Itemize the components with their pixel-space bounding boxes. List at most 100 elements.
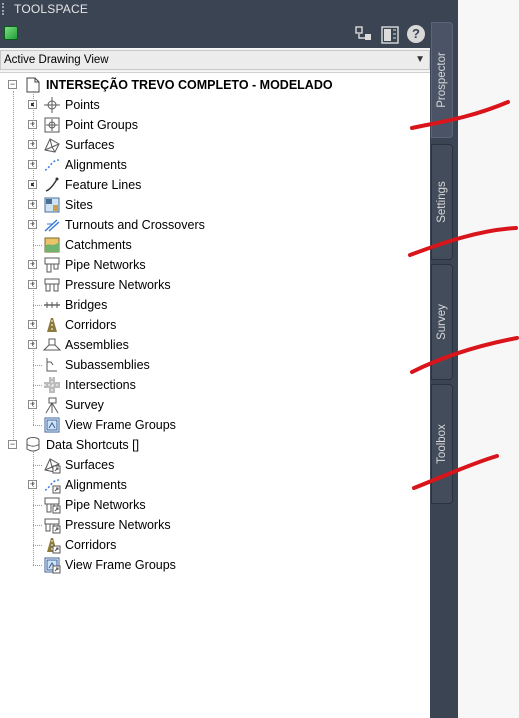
tab-settings[interactable]: Settings [431,144,453,260]
expand-icon[interactable] [28,100,37,109]
drag-grip-icon[interactable] [2,3,8,15]
sites-icon [44,197,60,213]
point-groups-icon [44,117,60,133]
expand-icon[interactable]: + [28,119,37,129]
corridors-icon [47,318,57,332]
expand-icon[interactable]: + [28,199,37,209]
tree-item[interactable]: Feature Lines [0,175,430,195]
tree-guide-line [33,245,42,246]
expand-icon[interactable]: + [28,219,37,229]
toggle-item-view-icon[interactable] [355,26,373,44]
feature-lines-icon [45,177,59,192]
tree-item-label: Alignments [65,478,127,492]
expand-icon[interactable]: + [28,339,37,349]
tab-prospector[interactable]: Prospector [431,22,453,138]
tree-guide-line [33,425,42,426]
expand-icon[interactable]: + [28,139,37,149]
tree-item[interactable]: View Frame Groups [0,555,430,575]
tree-item[interactable]: Pressure Networks [0,515,430,535]
tree-item[interactable]: + Alignments [0,155,430,175]
tree-item[interactable]: View Frame Groups [0,415,430,435]
tab-settings-label: Settings [436,181,448,223]
tree-item[interactable]: +Turnouts and Crossovers [0,215,430,235]
item-view-list-icon[interactable] [381,26,399,44]
prospector-cube-icon[interactable] [4,26,18,40]
tree-item[interactable]: Bridges [0,295,430,315]
tree-item-label: Sites [65,198,93,212]
alignments-shortcut-icon [44,479,61,494]
tree-item[interactable]: +Pipe Networks [0,255,430,275]
collapse-drawing-icon[interactable]: − [8,79,17,89]
view-frame-groups-icon [44,417,60,433]
tree-item-label: Surfaces [65,458,115,472]
surfaces-shortcut-icon [44,458,61,474]
tree-guide-line [33,545,42,546]
tree-item[interactable]: + Corridors [0,315,430,335]
alignments-icon [44,159,60,171]
tree-item[interactable]: + Alignments [0,475,430,495]
turnouts-icon [44,219,60,232]
tree-guide-line [33,565,42,566]
tree-item[interactable]: +Point Groups [0,115,430,135]
tree-item[interactable]: Corridors [0,535,430,555]
point-expander-dot-icon [31,103,34,106]
point-expander-dot-icon [31,183,34,186]
intersections-icon [44,377,60,393]
tree-guide-line [33,465,42,466]
tree-item-label: Pipe Networks [65,498,146,512]
tree-item-label: Alignments [65,158,127,172]
tree-item[interactable]: Pipe Networks [0,495,430,515]
view-select[interactable]: Active Drawing View ▼ [0,50,430,70]
data-shortcuts-label: Data Shortcuts [] [46,438,140,452]
collapse-data-shortcuts-icon[interactable]: − [8,439,17,449]
tree-node-data-shortcuts[interactable]: − Data Shortcuts [] [0,435,430,455]
tree-node-drawing[interactable]: −INTERSEÇÃO TREVO COMPLETO - MODELADO [0,75,430,95]
panel-title: TOOLSPACE [14,2,89,16]
expand-icon[interactable]: + [28,399,37,409]
surfaces-icon [44,138,60,153]
tree-item[interactable]: +Surfaces [0,135,430,155]
tree-item-label: View Frame Groups [65,418,176,432]
help-icon[interactable]: ? [407,25,425,43]
tree-guide-line [13,91,14,445]
drawing-icon [26,77,40,93]
tree-item[interactable]: Points [0,95,430,115]
tab-toolbox-label: Toolbox [436,424,448,464]
tree-item-label: Corridors [65,318,117,332]
tab-toolbox[interactable]: Toolbox [431,384,453,504]
toolspace-title-bar[interactable]: TOOLSPACE [0,0,430,18]
toolspace-toolbar [0,18,430,48]
expand-icon[interactable]: + [28,479,37,489]
tree-item[interactable]: Intersections [0,375,430,395]
tree-guide-line [33,385,42,386]
expand-icon[interactable]: + [28,279,37,289]
tree-guide-line [33,91,34,425]
catchments-icon [44,237,60,253]
tree-item-label: Survey [65,398,104,412]
tree-item[interactable]: +Pressure Networks [0,275,430,295]
tree-item[interactable]: Catchments [0,235,430,255]
tree-item[interactable]: + Sites [0,195,430,215]
toolspace-tab-strip: Prospector Settings Survey Toolbox [430,0,458,718]
tree-item[interactable]: Surfaces [0,455,430,475]
tab-survey[interactable]: Survey [431,264,453,380]
view-frame-groups-shortcut-icon [44,557,61,574]
expand-icon[interactable]: + [28,159,37,169]
pipe-networks-icon [44,257,60,273]
tree-item-label: View Frame Groups [65,558,176,572]
bridges-icon [44,302,60,308]
tree-item-label: Points [65,98,100,112]
expand-icon[interactable] [28,180,37,189]
tree-guide-line [33,305,42,306]
view-select-value: Active Drawing View [4,54,109,66]
survey-icon [45,397,59,414]
tree-item[interactable]: Subassemblies [0,355,430,375]
chevron-down-icon[interactable]: ▼ [415,54,425,65]
tree-item[interactable]: +Assemblies [0,335,430,355]
workspace-edge [458,0,519,718]
tree-item[interactable]: + Survey [0,395,430,415]
tree-item-label: Pressure Networks [65,518,171,532]
expand-icon[interactable]: + [28,259,37,269]
tree-item-label: Corridors [65,538,117,552]
expand-icon[interactable]: + [28,319,37,329]
